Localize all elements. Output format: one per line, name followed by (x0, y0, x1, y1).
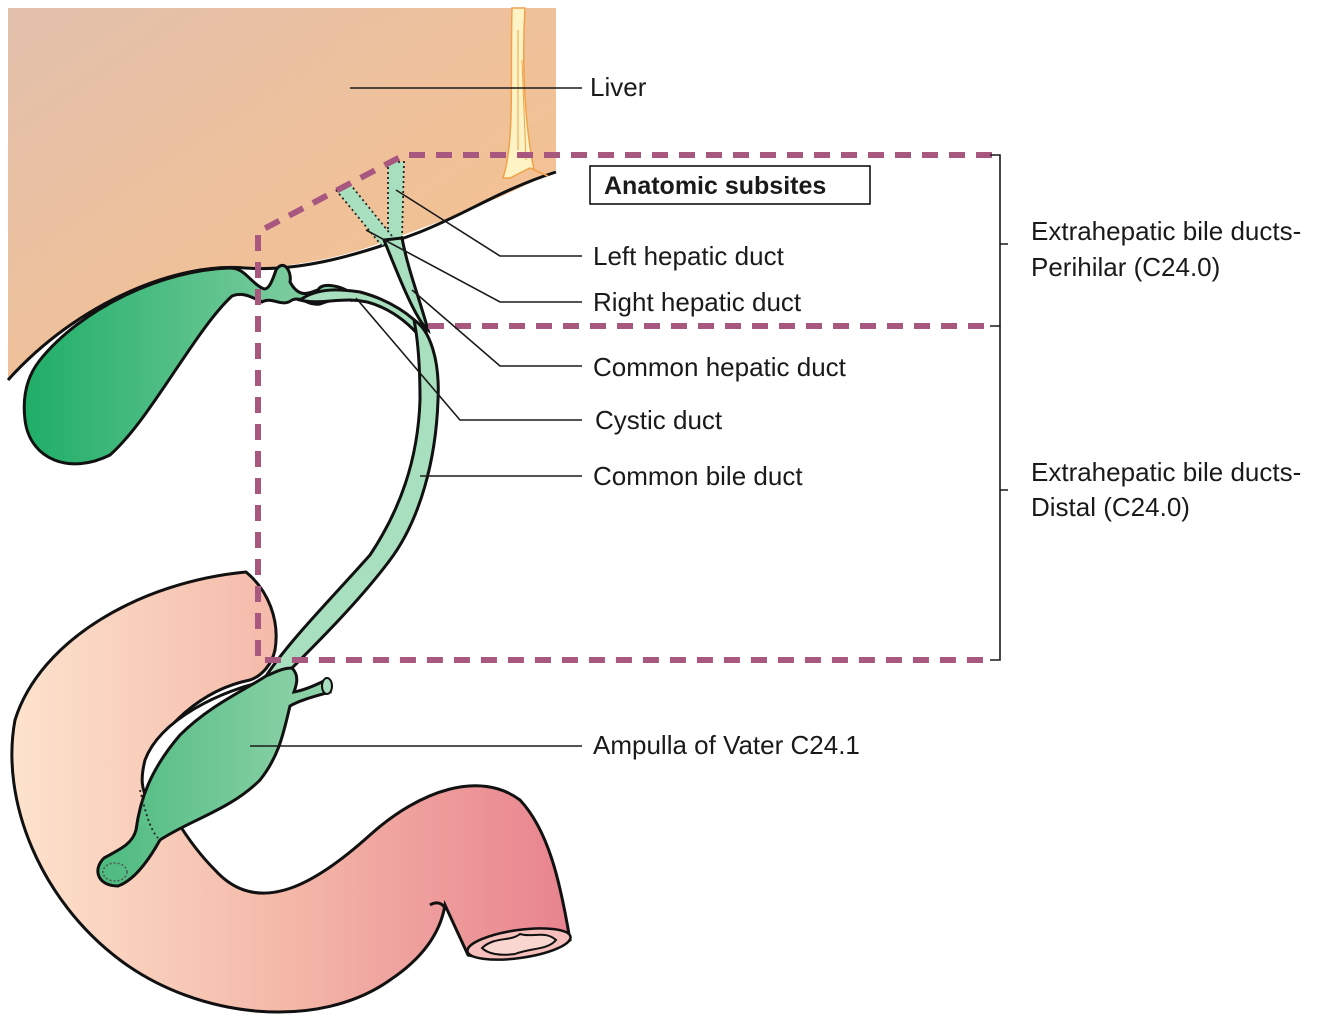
leader-left-hepatic (395, 189, 582, 257)
papilla-outline (102, 862, 128, 882)
leader-right-hepatic (365, 229, 582, 303)
liver (8, 8, 556, 380)
liver-inferior-edge (6, 170, 557, 382)
label-ampulla: Ampulla of Vater C24.1 (593, 730, 860, 760)
ampulla-duct-end (321, 677, 333, 695)
label-right-hepatic-duct: Right hepatic duct (593, 287, 802, 317)
region-perihilar-line2: Perihilar (C24.0) (1031, 252, 1220, 282)
perihilar-bracket (990, 154, 1008, 327)
label-liver: Liver (590, 72, 647, 102)
title-box (589, 165, 871, 205)
distal-bracket (990, 326, 1008, 661)
ampulla-of-vater (96, 666, 332, 888)
duodenum-fold (429, 901, 447, 911)
region-distal-line2: Distal (C24.0) (1031, 492, 1190, 522)
common-hepatic-duct (381, 236, 431, 335)
common-bile-duct (263, 316, 440, 680)
left-hepatic-duct (388, 162, 404, 240)
leader-cystic (355, 297, 582, 421)
label-common-bile-duct: Common bile duct (593, 461, 803, 491)
label-left-hepatic-duct: Left hepatic duct (593, 241, 785, 271)
region-distal-line1: Extrahepatic bile ducts- (1031, 457, 1301, 487)
figure-title: Anatomic subsites (604, 172, 826, 200)
duodenum-mucosa (480, 932, 558, 956)
ampulla-dotted-boundary (139, 789, 159, 839)
leader-common-hepatic (411, 289, 582, 367)
right-hepatic-duct (336, 184, 392, 246)
perihilar-boundary (255, 152, 992, 663)
falciform-ligament (501, 7, 549, 179)
label-common-hepatic-duct: Common hepatic duct (593, 352, 847, 382)
region-perihilar-line1: Extrahepatic bile ducts- (1031, 216, 1301, 246)
ligament-fibers (517, 30, 527, 161)
label-cystic-duct: Cystic duct (595, 405, 723, 435)
